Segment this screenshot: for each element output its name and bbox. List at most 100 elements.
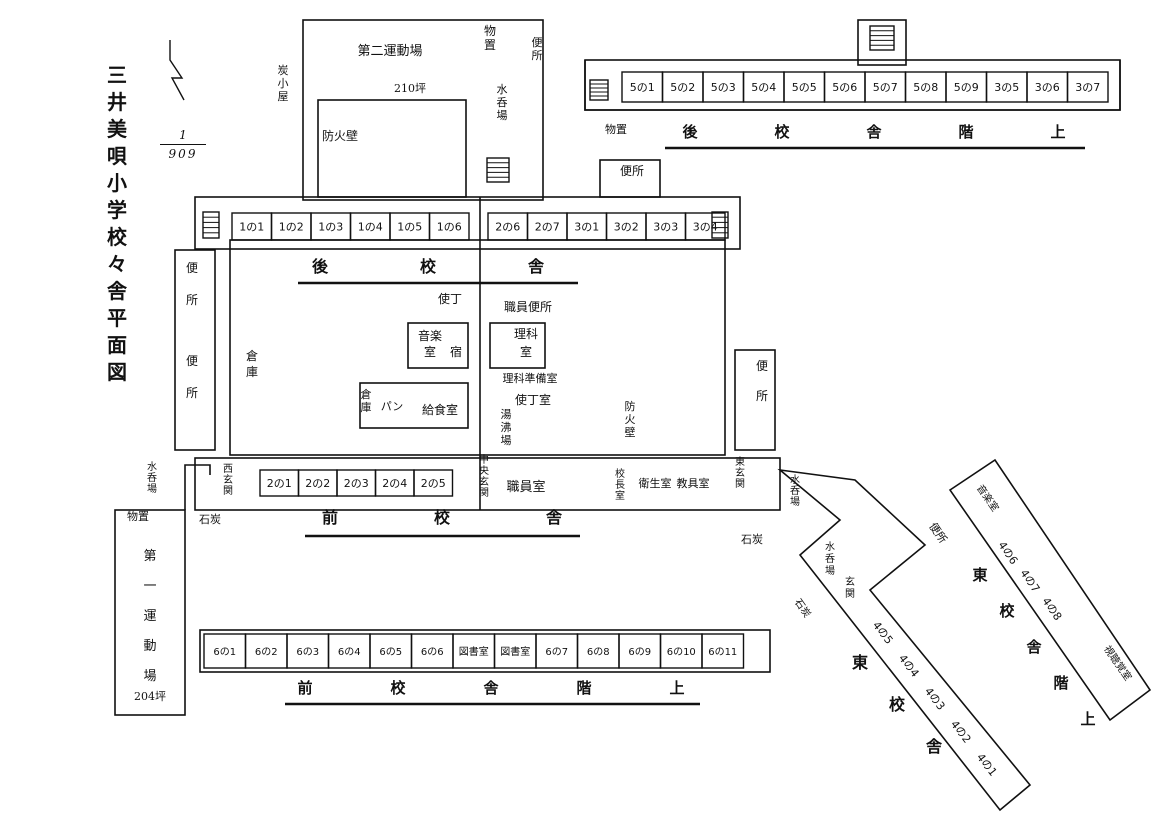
east-wing-label: 舎 (926, 737, 943, 756)
front-upper-room-label: 6の3 (296, 647, 319, 658)
title-char: 唄 (107, 144, 127, 168)
principal-label: 校 (615, 467, 625, 480)
east-entrance-label: 東 (735, 455, 745, 468)
east-upper-wing-label: 校 (999, 602, 1015, 620)
rear-upper-corridor (584, 60, 1121, 111)
rear-right-room-label: 3の2 (614, 221, 639, 234)
rear-upper-stair (869, 25, 895, 51)
front-left-room-label: 2の3 (344, 477, 369, 490)
warehouse-char: 庫 (246, 365, 258, 379)
rear-wing-label: 校 (420, 257, 437, 276)
front-upper-wing-label: 階 (576, 679, 591, 697)
hot-water-label: 湯 (501, 408, 512, 421)
rear-left-room-label: 1の3 (318, 221, 343, 234)
rear-upper-room-label: 5の8 (913, 81, 938, 94)
central-entrance-label: 央 (479, 464, 489, 477)
rear-upper-room-label: 5の4 (751, 81, 776, 94)
title-char: 井 (107, 90, 127, 114)
east-lower-room-label: 4の5 (870, 619, 896, 647)
rear-upper-storage-label: 物置 (605, 122, 627, 136)
washroom-west-label: 呑 (147, 472, 157, 484)
rear-upper-stair-left (589, 79, 609, 101)
rear-right-room-cell (684, 212, 726, 241)
rear-upper-wing-label: 校 (774, 123, 790, 141)
left-toilet-label-1: 便 (186, 261, 198, 275)
central-entrance-label: 玄 (479, 475, 489, 488)
east-washroom-label: 水 (825, 541, 835, 553)
rear-right-room-label: 2の7 (535, 221, 560, 234)
rear-wing-outline (194, 196, 741, 250)
front-upper-room-label: 図書室 (459, 645, 489, 658)
front-wing-outline (194, 457, 781, 511)
front-upper-room-label: 6の7 (545, 647, 568, 658)
front-upper-room-label: 6の9 (628, 647, 651, 658)
scale-bar (160, 144, 206, 145)
rear-upper-room-label: 5の1 (630, 81, 655, 94)
night-duty-label: 宿 (450, 344, 462, 359)
first-field-storage-label: 物置 (127, 509, 149, 523)
title-char: 美 (107, 117, 127, 141)
east-lower-room-label: 4の4 (896, 652, 922, 680)
science-room-label: 理科 (514, 327, 538, 341)
right-toilet-label: 便 (756, 359, 768, 373)
charcoal-shed-label: 屋 (278, 90, 289, 103)
science-prep-label: 理科準備室 (503, 371, 558, 385)
coal-label-west: 石炭 (199, 513, 221, 526)
front-upper-outline (199, 629, 771, 673)
toilet-label: 便 (532, 36, 543, 49)
east-wing-outline (777, 468, 1032, 812)
storage-label: 物 (484, 24, 496, 38)
courtyard-firewall-label: 火 (625, 413, 636, 426)
scale-label: 1 909 (160, 128, 206, 161)
rear-upper-wing-label: 上 (1050, 123, 1065, 141)
front-upper-room-label: 6の2 (255, 647, 278, 658)
hot-water-label: 場 (501, 434, 512, 447)
central-entrance-label: 中 (479, 453, 489, 466)
bread-label: パン (381, 400, 404, 413)
washroom-label: 呑 (497, 96, 508, 109)
rear-wing-label: 舎 (528, 257, 545, 276)
first-field-label: 運 (143, 609, 156, 624)
washroom-label: 場 (497, 109, 508, 122)
title-char: 図 (107, 360, 127, 384)
rear-upper-room-label: 5の7 (873, 81, 898, 94)
washroom-west-label: 場 (147, 482, 157, 495)
title-char: 小 (107, 171, 127, 195)
east-upper-wing-label: 上 (1080, 710, 1095, 728)
title-char: 校 (107, 225, 127, 249)
front-left-room-label: 2の1 (267, 477, 292, 490)
hot-water-label: 沸 (501, 421, 512, 434)
left-toilet-label-2: 所 (186, 386, 198, 400)
toilet-block-top (599, 159, 661, 198)
kitchen-outline (359, 382, 469, 429)
front-upper-room-label: 6の11 (708, 647, 737, 658)
rear-wing-label: 後 (312, 257, 329, 276)
front-upper-room-label: 6の5 (379, 647, 402, 658)
principal-label: 室 (615, 489, 625, 502)
rear-upper-room-label: 3の5 (994, 81, 1019, 94)
courtyard-outline (229, 239, 726, 456)
rear-upper-room-label: 3の6 (1035, 81, 1060, 94)
east-lower-room-label: 4の2 (948, 718, 974, 746)
first-field-label: 場 (143, 669, 156, 684)
rear-upper-room-label: 5の6 (832, 81, 857, 94)
rear-upper-room-label: 5の2 (670, 81, 695, 94)
second-field-area: 210坪 (394, 82, 426, 95)
front-wing-label: 校 (434, 508, 451, 527)
east-entrance-small-label: 関 (845, 588, 855, 600)
left-toilet-label-2: 便 (186, 354, 198, 368)
staff-toilet-label: 職員便所 (504, 300, 552, 314)
east-upper-outline (948, 458, 1152, 722)
janitor-room-label: 使丁室 (515, 392, 551, 407)
rear-stair-center (486, 157, 510, 183)
rear-right-room-label: 2の6 (495, 221, 520, 234)
front-left-room-label: 2の4 (382, 477, 407, 490)
front-upper-room-label: 6の4 (338, 647, 361, 658)
first-field-outline (114, 509, 186, 716)
rear-right-room-label: 3の1 (574, 221, 599, 234)
firewall-label: 防火壁 (322, 128, 358, 143)
courtyard-firewall-label: 防 (625, 399, 636, 413)
audio-visual-label: 視聴覚室 (1101, 643, 1135, 683)
toilet-top-label: 便所 (620, 164, 644, 178)
first-field-label: 動 (143, 639, 156, 654)
